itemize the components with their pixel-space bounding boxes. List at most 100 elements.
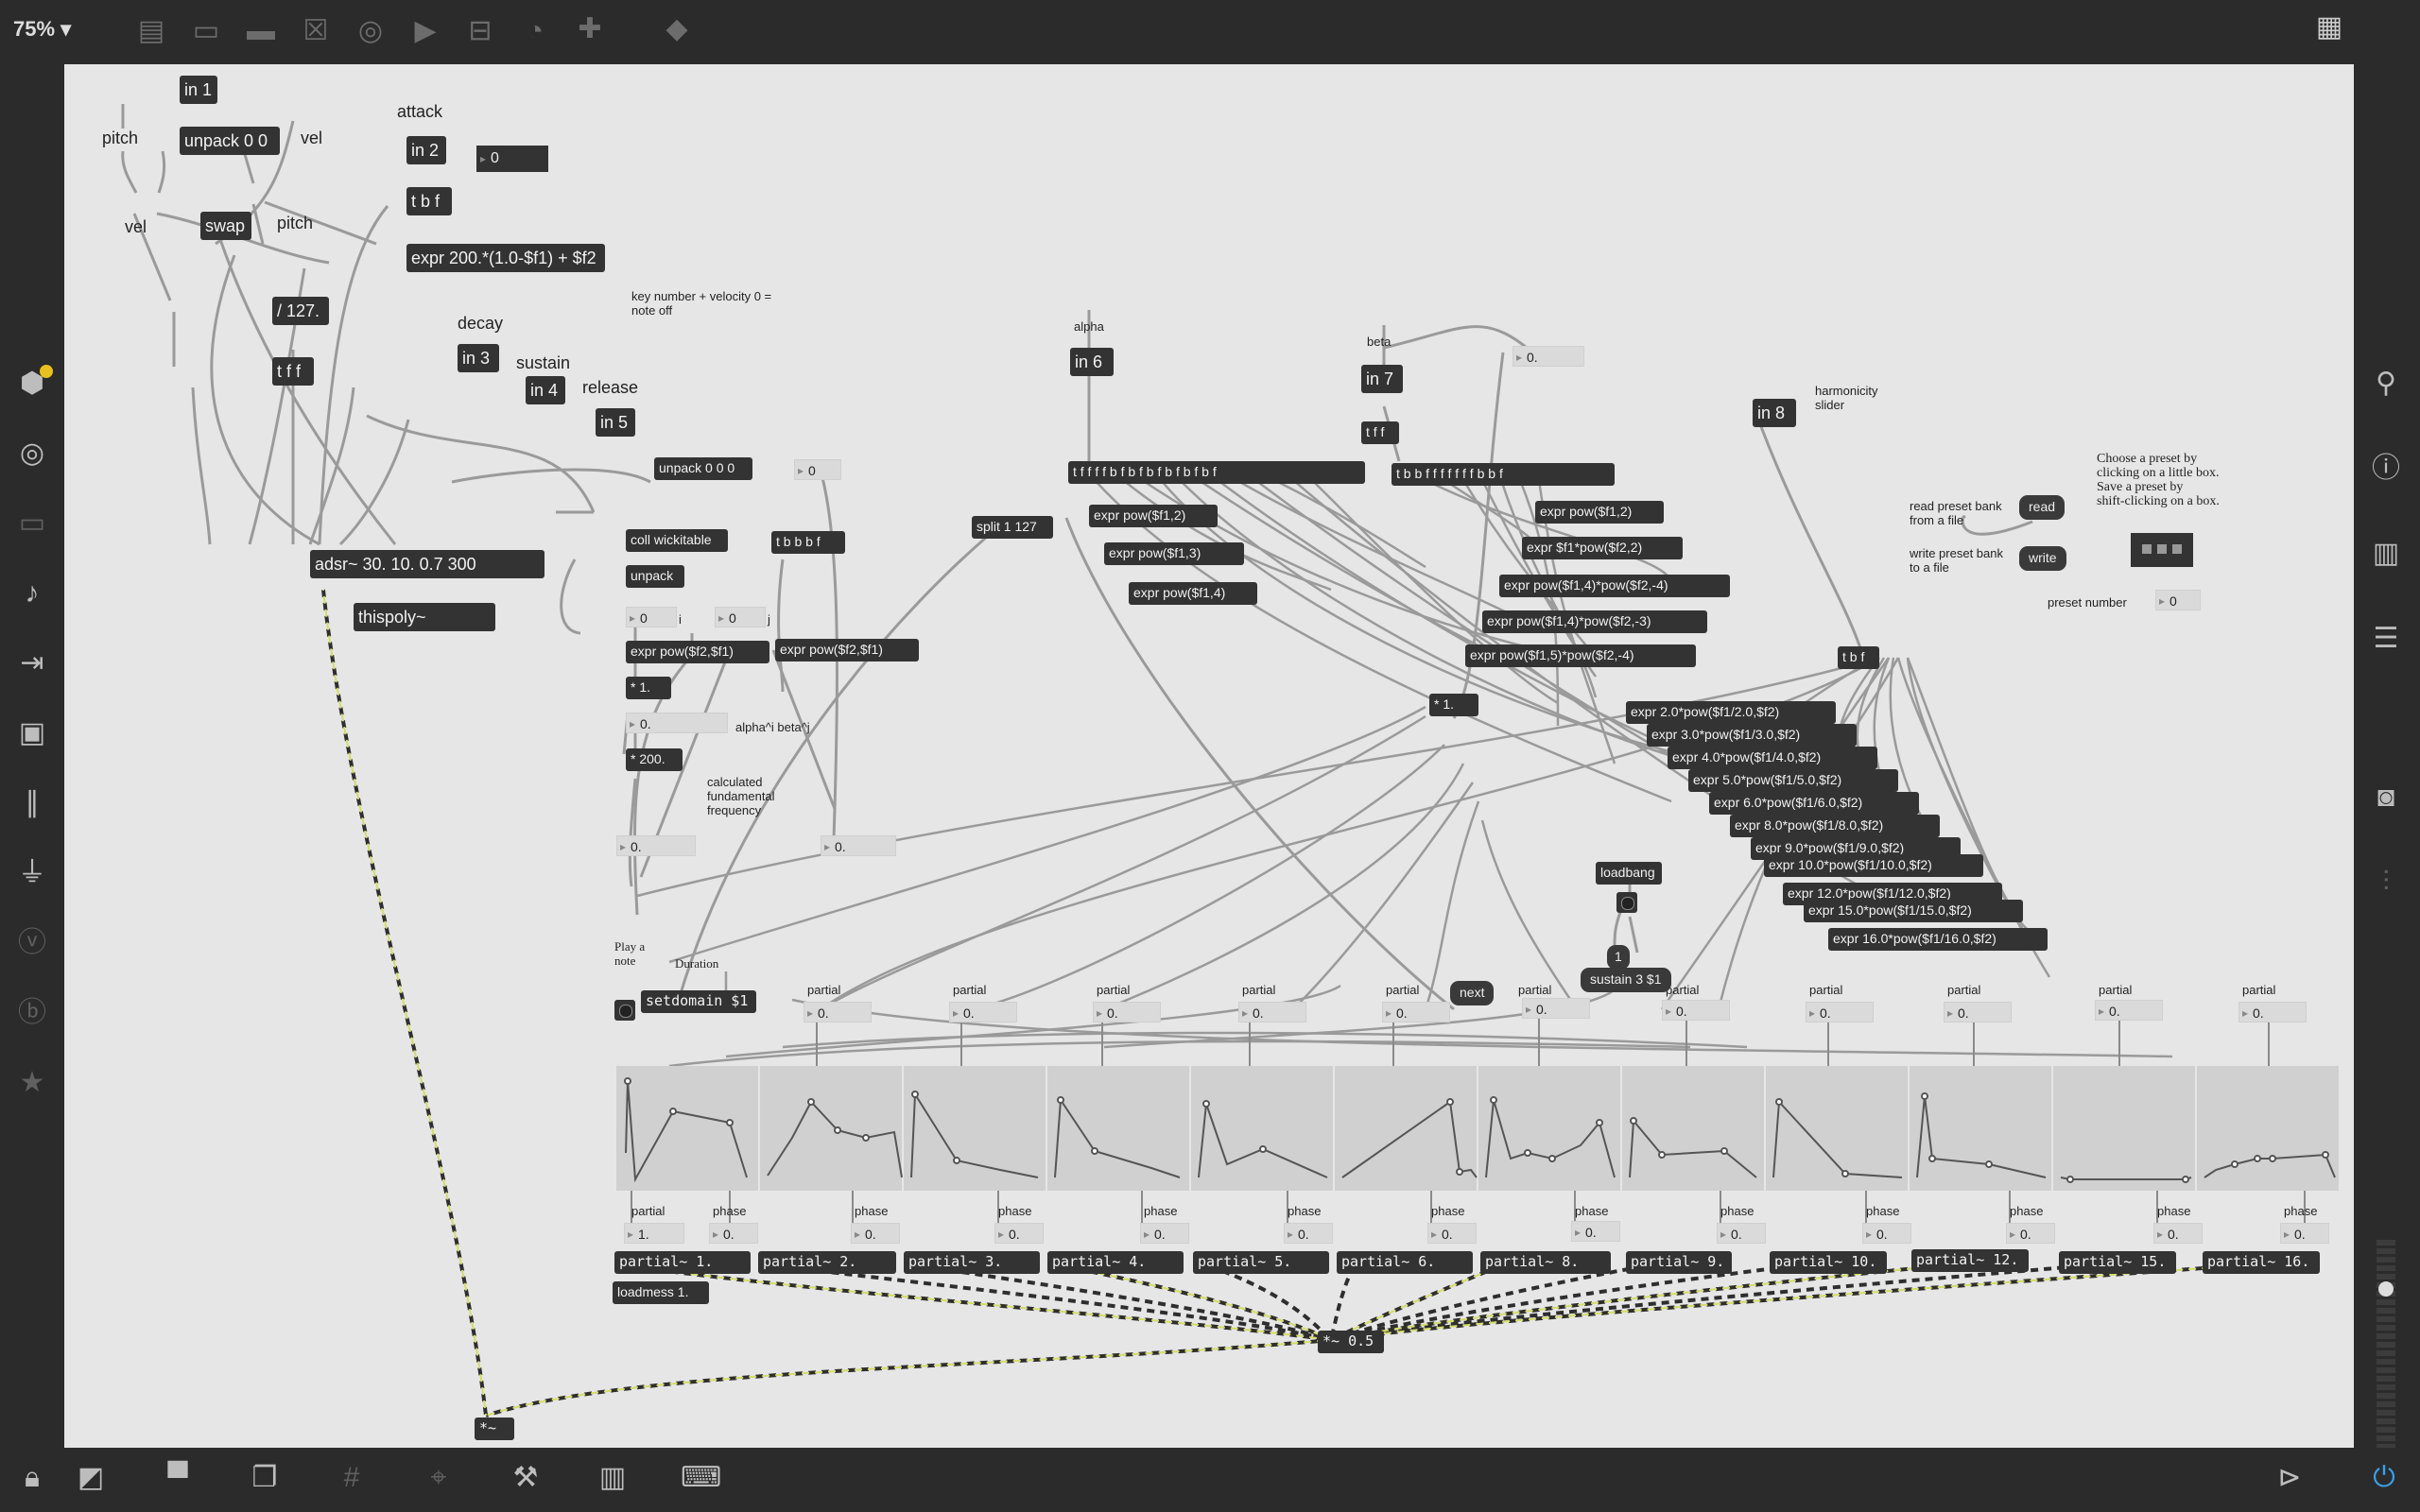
number-partial[interactable]: 0.: [1238, 1002, 1306, 1023]
keyboard-grid-icon[interactable]: ⌨: [681, 1462, 722, 1493]
obj-expr-partial-10[interactable]: expr 10.0*pow($f1/10.0,$f2): [1764, 854, 1983, 877]
obj-unpack[interactable]: unpack 0 0: [180, 127, 280, 155]
vst-icon[interactable]: ⓥ: [18, 927, 46, 958]
target-icon[interactable]: ◎: [19, 438, 45, 469]
next-message[interactable]: next: [1450, 981, 1495, 1005]
obj-mul-1-b[interactable]: * 1.: [1429, 694, 1478, 716]
playback-icon[interactable]: ▶: [414, 15, 437, 46]
display-icon[interactable]: ▀: [167, 1462, 188, 1493]
obj-partial-12[interactable]: partial~ 12.: [1911, 1249, 2029, 1272]
image-icon[interactable]: ▣: [18, 717, 46, 748]
number-phase[interactable]: 0.: [2280, 1223, 2329, 1245]
number-partial[interactable]: 0.: [2238, 1002, 2307, 1023]
list-icon[interactable]: ☰: [2373, 623, 2399, 654]
debug-icon[interactable]: ⊳: [2277, 1462, 2302, 1493]
book-icon[interactable]: ▥: [2372, 538, 2400, 569]
obj-expr-pow-f1-3[interactable]: expr pow($f1,3): [1104, 542, 1244, 565]
new-comment-icon[interactable]: ▬: [247, 15, 275, 46]
info-icon[interactable]: ⓘ: [2372, 453, 2400, 484]
obj-unpack-3[interactable]: unpack 0 0 0: [654, 457, 752, 480]
new-object-icon[interactable]: ▤: [137, 15, 165, 46]
obj-coll-wickitable[interactable]: coll wickitable: [626, 529, 728, 552]
number-phase[interactable]: 0.: [1862, 1223, 1911, 1245]
obj-t-b-b-b-f[interactable]: t b b b f: [771, 531, 845, 554]
play-note-button[interactable]: [614, 1000, 635, 1021]
dial-icon[interactable]: ◔: [526, 15, 544, 46]
grid-view-icon[interactable]: ▦: [2315, 11, 2343, 43]
obj-expr-pow-f1-5-f2-4[interactable]: expr pow($f1,5)*pow($f2,-4): [1465, 644, 1696, 667]
preset-slot[interactable]: [2172, 544, 2182, 554]
number-partial[interactable]: 0.: [1944, 1002, 2012, 1023]
obj-adsr[interactable]: adsr~ 30. 10. 0.7 300: [310, 550, 544, 578]
slider-icon[interactable]: ⊟: [468, 15, 493, 46]
music-note-icon[interactable]: ♪: [25, 577, 40, 609]
obj-in-3[interactable]: in 3: [458, 344, 499, 372]
new-message-icon[interactable]: ▭: [192, 15, 220, 46]
keyboard-icon[interactable]: ▭: [18, 507, 46, 539]
obj-expr-pow-f1-2-beta[interactable]: expr pow($f1,2): [1535, 501, 1664, 524]
obj-t-b-beta[interactable]: t b b f f f f f f f b b f: [1392, 463, 1615, 486]
obj-t-f-f[interactable]: t f f: [272, 357, 314, 386]
number-phase[interactable]: 0.: [851, 1223, 900, 1245]
number-phase[interactable]: 0.: [1284, 1223, 1333, 1245]
obj-swap[interactable]: swap: [200, 212, 251, 240]
number-partial[interactable]: 0.: [1806, 1002, 1874, 1023]
obj-in-7[interactable]: in 7: [1361, 365, 1403, 393]
obj-loadmess[interactable]: loadmess 1.: [613, 1281, 709, 1304]
obj-expr-partial-8[interactable]: expr 8.0*pow($f1/8.0,$f2): [1730, 815, 1940, 837]
number-partial[interactable]: 0.: [1522, 998, 1590, 1020]
obj-partial-2[interactable]: partial~ 2.: [758, 1251, 896, 1274]
obj-expr-f1-pow-f2-2[interactable]: expr $f1*pow($f2,2): [1522, 537, 1683, 559]
obj-in-8[interactable]: in 8: [1753, 399, 1796, 427]
number-fundamental[interactable]: 0.: [616, 835, 696, 857]
obj-expr-200[interactable]: expr 200.*(1.0-$f1) + $f2: [406, 244, 605, 272]
obj-expr-partial-16[interactable]: expr 16.0*pow($f1/16.0,$f2): [1828, 928, 2048, 951]
obj-expr-partial-4[interactable]: expr 4.0*pow($f1/4.0,$f2): [1668, 747, 1877, 769]
obj-t-b-f-harm[interactable]: t b f: [1838, 646, 1879, 669]
obj-unpack-2[interactable]: unpack: [626, 565, 684, 588]
obj-in-5[interactable]: in 5: [596, 408, 635, 437]
obj-partial-9[interactable]: partial~ 9.: [1626, 1251, 1732, 1274]
obj-mul-sig-out[interactable]: *~: [475, 1418, 514, 1440]
obj-expr-partial-9[interactable]: expr 9.0*pow($f1/9.0,$f2): [1751, 837, 1961, 860]
obj-expr-partial-5[interactable]: expr 5.0*pow($f1/5.0,$f2): [1688, 769, 1898, 792]
obj-in-6[interactable]: in 6: [1070, 348, 1114, 376]
obj-partial-15[interactable]: partial~ 15.: [2059, 1251, 2176, 1274]
snap-icon[interactable]: ⌖: [430, 1462, 447, 1493]
lock-icon[interactable]: 🔒︎: [25, 1462, 40, 1493]
preset-object[interactable]: [2131, 533, 2193, 567]
obj-partial-16[interactable]: partial~ 16.: [2203, 1251, 2320, 1274]
obj-div-127[interactable]: / 127.: [272, 297, 329, 325]
number-partial[interactable]: 0.: [1662, 1000, 1730, 1022]
obj-in-2[interactable]: in 2: [406, 136, 446, 164]
read-message[interactable]: read: [2019, 495, 2066, 520]
number-attack[interactable]: 0: [476, 146, 548, 172]
obj-partial-4[interactable]: partial~ 4.: [1047, 1251, 1184, 1274]
wrench-icon[interactable]: ⚒: [512, 1462, 539, 1493]
obj-split[interactable]: split 1 127: [972, 516, 1053, 539]
obj-expr-pow-f2-f1-b[interactable]: expr pow($f2,$f1): [775, 639, 919, 662]
toggle-icon[interactable]: ☒: [302, 15, 329, 46]
number-i[interactable]: 0: [626, 607, 677, 628]
volume-knob[interactable]: [2378, 1281, 2394, 1297]
obj-expr-pow-f1-2[interactable]: expr pow($f1,2): [1089, 505, 1218, 527]
number-phase[interactable]: 0.: [2006, 1223, 2055, 1245]
obj-partial-10[interactable]: partial~ 10.: [1770, 1251, 1887, 1274]
obj-partial-8[interactable]: partial~ 8.: [1480, 1251, 1611, 1274]
obj-partial-3[interactable]: partial~ 3.: [904, 1251, 1040, 1274]
number-phase[interactable]: 0.: [1427, 1223, 1477, 1245]
number-beta[interactable]: 0.: [1512, 346, 1584, 368]
obj-mul-sig[interactable]: *~ 0.5: [1318, 1331, 1384, 1353]
paint-bucket-icon[interactable]: ◆: [666, 13, 688, 44]
number-partial[interactable]: 0.: [949, 1002, 1017, 1023]
write-message[interactable]: write: [2019, 546, 2066, 571]
number-phase[interactable]: 0.: [1571, 1221, 1620, 1243]
grid-icon[interactable]: #: [343, 1462, 360, 1493]
number-mid[interactable]: 0.: [821, 835, 896, 857]
volume-meter[interactable]: [2377, 1240, 2395, 1495]
add-icon[interactable]: ✚: [578, 13, 602, 44]
obj-t-f-alpha[interactable]: t f f f f b f b f b f b f b f b f: [1068, 461, 1365, 484]
number-phase[interactable]: 0.: [994, 1223, 1044, 1245]
obj-partial-1[interactable]: partial~ 1.: [614, 1251, 751, 1274]
number-partial[interactable]: 0.: [1093, 1002, 1161, 1023]
